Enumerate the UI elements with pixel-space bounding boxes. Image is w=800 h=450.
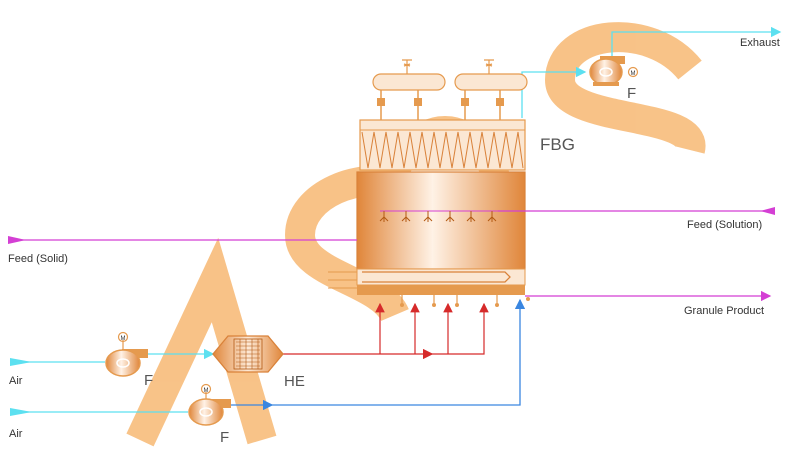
- fbg-label: FBG: [540, 135, 575, 154]
- exhaust-motor-label: M: [631, 71, 636, 77]
- fan-2-motor-label: M: [204, 388, 209, 394]
- fan-1-motor-label: M: [121, 336, 126, 342]
- granule-product-line: [525, 290, 772, 302]
- air-2-label: Air: [9, 428, 23, 440]
- he-label: HE: [284, 373, 305, 390]
- fbg-vessel: [356, 171, 526, 295]
- exhaust-fan: [589, 56, 625, 86]
- air-inlet-2-line: [10, 408, 188, 416]
- cold-air-line: [231, 298, 526, 411]
- bag-filters: [359, 59, 528, 171]
- fan-1-motor: [117, 331, 129, 343]
- exhaust-label: Exhaust: [740, 37, 780, 49]
- spray-nozzles: [379, 210, 498, 222]
- heat-exchanger: [212, 335, 284, 373]
- air-inlet-1-line: [10, 348, 215, 366]
- fan-1-label: F: [144, 372, 153, 389]
- exhaust-line: [521, 26, 782, 118]
- exhaust-fan-motor: [627, 66, 639, 78]
- feed-solid-label: Feed (Solid): [8, 253, 68, 265]
- feed-solution-label: Feed (Solution): [687, 219, 762, 231]
- feed-solid-line: [8, 236, 357, 244]
- fan-2: [188, 392, 231, 426]
- fan-1: [105, 340, 148, 377]
- fan-2-motor: [200, 383, 212, 395]
- side-inlets: [328, 271, 357, 289]
- fan-2-label: F: [220, 429, 229, 446]
- air-1-label: Air: [9, 375, 23, 387]
- hot-air-line: [283, 302, 489, 360]
- exhaust-fan-label: F: [627, 85, 636, 102]
- granule-product-label: Granule Product: [684, 305, 764, 317]
- feed-solution-line: [498, 207, 775, 215]
- bottom-nozzles: [400, 295, 499, 307]
